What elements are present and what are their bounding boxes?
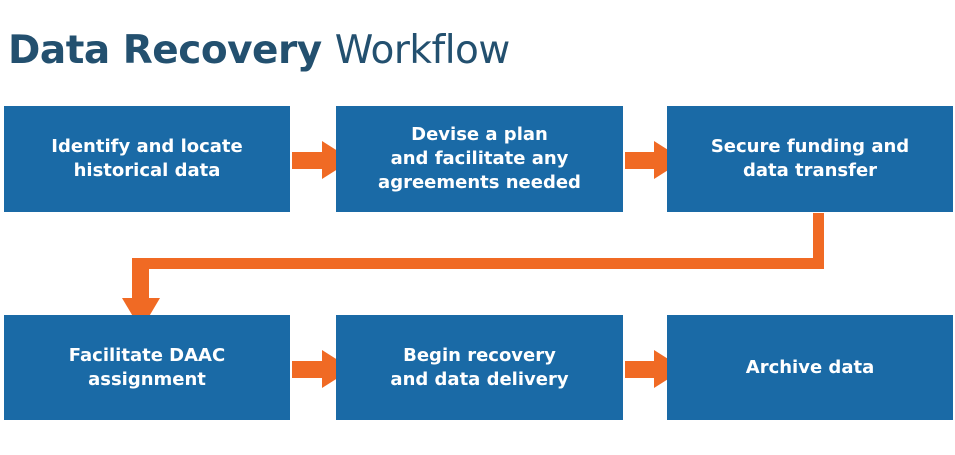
diagram-title: Data Recovery Workflow — [8, 26, 510, 76]
step-label: Archive data — [745, 356, 875, 378]
title-bold: Data Recovery — [8, 28, 322, 73]
arrow-step5-to-step6 — [625, 350, 684, 388]
step-archive-data: Archive data — [667, 315, 953, 420]
arrow-step2-to-step3 — [625, 141, 684, 179]
step-identify-historical-data: Identify and locate historical data — [4, 106, 290, 212]
step-begin-recovery: Begin recovery and data delivery — [336, 315, 623, 420]
step-facilitate-daac: Facilitate DAAC assignment — [4, 315, 290, 420]
step-label: Secure funding and data transfer — [710, 136, 910, 181]
title-regular: Workflow — [334, 28, 511, 73]
step-label: Begin recovery and data delivery — [390, 344, 569, 390]
connector-step3-to-step4 — [122, 213, 824, 330]
step-label: Facilitate DAAC assignment — [68, 344, 226, 390]
step-label: Identify and locate historical data — [51, 136, 243, 181]
step-secure-funding: Secure funding and data transfer — [667, 106, 953, 212]
step-label: Devise a plan and facilitate any agreeme… — [378, 124, 581, 193]
step-devise-plan: Devise a plan and facilitate any agreeme… — [336, 106, 623, 212]
